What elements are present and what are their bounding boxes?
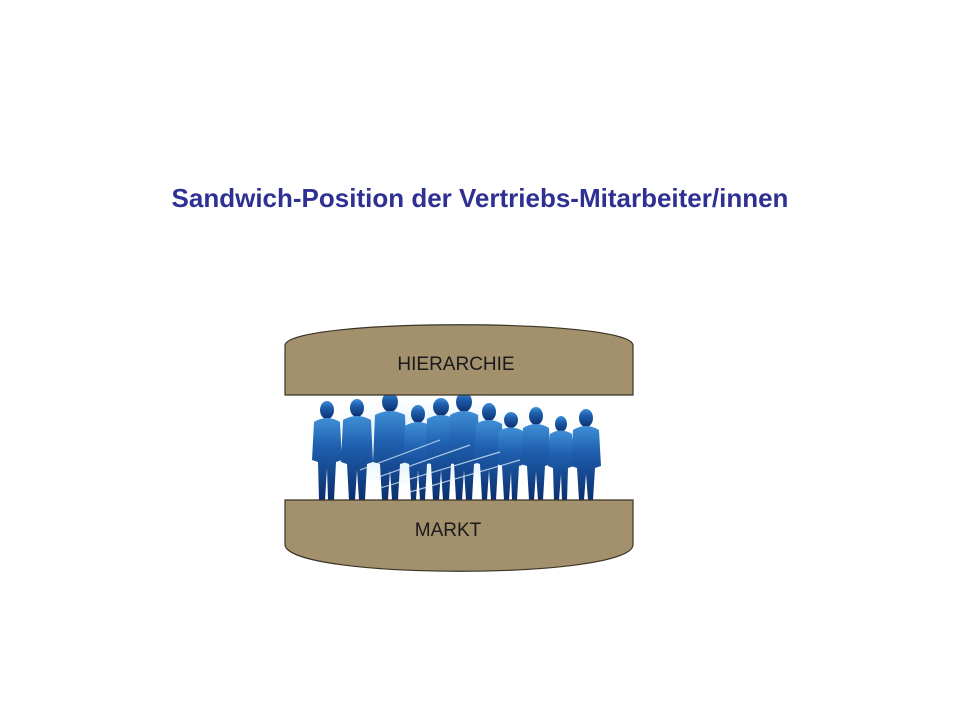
bottom-bun-shape [284,499,634,572]
person-silhouettes [312,392,601,500]
bottom-layer-label: MARKT [415,520,482,541]
slide-title: Sandwich-Position der Vertriebs-Mitarbei… [171,183,789,213]
top-layer-hierarchie: HIERARCHIE [284,324,634,396]
top-bun-shape [284,324,634,396]
bottom-layer-markt: MARKT [284,499,634,572]
top-layer-label: HIERARCHIE [397,354,514,375]
people-group-image [305,392,610,503]
